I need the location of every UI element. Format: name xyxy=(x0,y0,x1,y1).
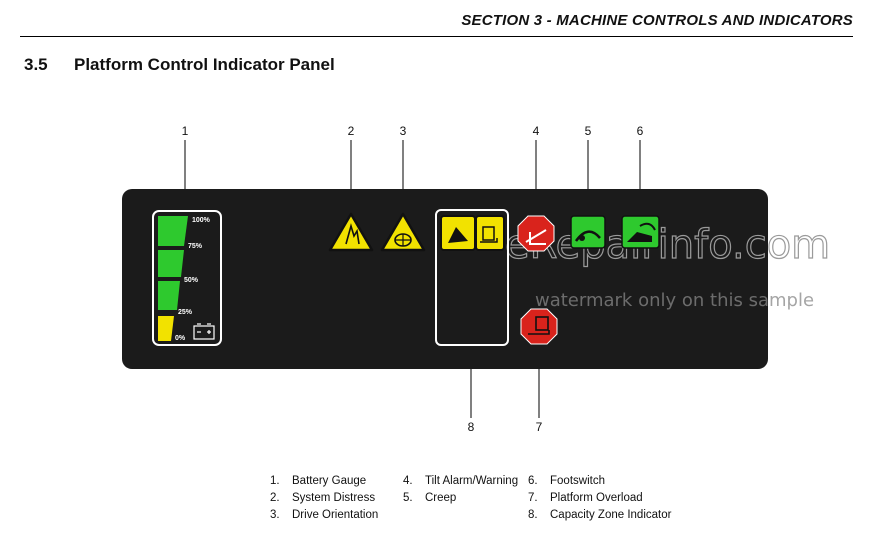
watermark-main: eRepairinfo.com xyxy=(505,222,830,268)
callout-2: 2 xyxy=(348,124,355,138)
battery-label-50: 50% xyxy=(184,277,199,284)
battery-icon xyxy=(193,323,215,340)
legend-number: 1. xyxy=(270,475,280,487)
battery-bar-75 xyxy=(158,250,184,277)
legend-item: 2. System Distress xyxy=(270,490,378,507)
legend-label: System Distress xyxy=(292,492,376,504)
footswitch-icon xyxy=(621,215,660,249)
legend-number: 8. xyxy=(528,509,538,521)
battery-label-25: 25% xyxy=(178,309,193,316)
battery-label-0: 0% xyxy=(175,335,186,342)
section-header: SECTION 3 - MACHINE CONTROLS AND INDICAT… xyxy=(461,12,853,29)
capacity-zone-indicator xyxy=(435,209,509,346)
header-rule xyxy=(20,36,853,37)
watermark-sub: watermark only on this sample xyxy=(535,290,814,311)
battery-bar-25 xyxy=(158,316,174,341)
legend-label: Battery Gauge xyxy=(292,475,367,487)
section-number: 3.5 xyxy=(24,55,48,74)
callout-6: 6 xyxy=(637,124,644,138)
platform-overload-icon xyxy=(520,308,558,345)
legend-label: Platform Overload xyxy=(550,492,643,504)
callout-1: 1 xyxy=(182,124,189,138)
legend-number: 4. xyxy=(403,475,413,487)
battery-bar-50 xyxy=(158,281,180,310)
legend-number: 2. xyxy=(270,492,280,504)
creep-icon xyxy=(570,215,606,249)
legend-number: 6. xyxy=(528,475,538,487)
legend-number: 7. xyxy=(528,492,538,504)
legend-item: 5. Creep xyxy=(403,490,518,507)
battery-bar-100 xyxy=(158,216,188,246)
legend-number: 3. xyxy=(270,509,280,521)
drive-orientation-icon xyxy=(380,212,426,252)
legend-number: 5. xyxy=(403,492,413,504)
legend-item: 7. Platform Overload xyxy=(528,490,671,507)
legend-label: Drive Orientation xyxy=(292,509,379,521)
control-panel xyxy=(122,189,768,369)
tilt-alarm-icon xyxy=(517,215,555,252)
legend-column-3: 6. Footswitch 7. Platform Overload 8. Capac… xyxy=(528,473,671,524)
legend-item: 1. Battery Gauge xyxy=(270,473,378,490)
legend-column-1: 1. Battery Gauge 2. System Distress 3. Driv… xyxy=(270,473,378,524)
callout-4: 4 xyxy=(533,124,540,138)
system-distress-icon xyxy=(328,212,374,252)
battery-label-75: 75% xyxy=(188,243,203,250)
callout-7: 7 xyxy=(536,420,543,434)
legend-label: Creep xyxy=(425,492,457,504)
section-title: Platform Control Indicator Panel xyxy=(74,55,335,74)
legend-label: Footswitch xyxy=(550,475,605,487)
legend-item: 3. Drive Orientation xyxy=(270,507,378,524)
legend-item: 8. Capacity Zone Indicator xyxy=(528,507,671,524)
legend-column-2: 4. Tilt Alarm/Warning 5. Creep xyxy=(403,473,518,507)
battery-gauge: 100% 75% 50% 25% 0% xyxy=(152,210,222,346)
battery-label-100: 100% xyxy=(192,217,211,224)
legend-label: Tilt Alarm/Warning xyxy=(425,475,519,487)
callout-8: 8 xyxy=(468,420,475,434)
callout-5: 5 xyxy=(585,124,592,138)
legend-item: 4. Tilt Alarm/Warning xyxy=(403,473,518,490)
callout-3: 3 xyxy=(400,124,407,138)
legend-item: 6. Footswitch xyxy=(528,473,671,490)
legend-label: Capacity Zone Indicator xyxy=(550,509,672,521)
